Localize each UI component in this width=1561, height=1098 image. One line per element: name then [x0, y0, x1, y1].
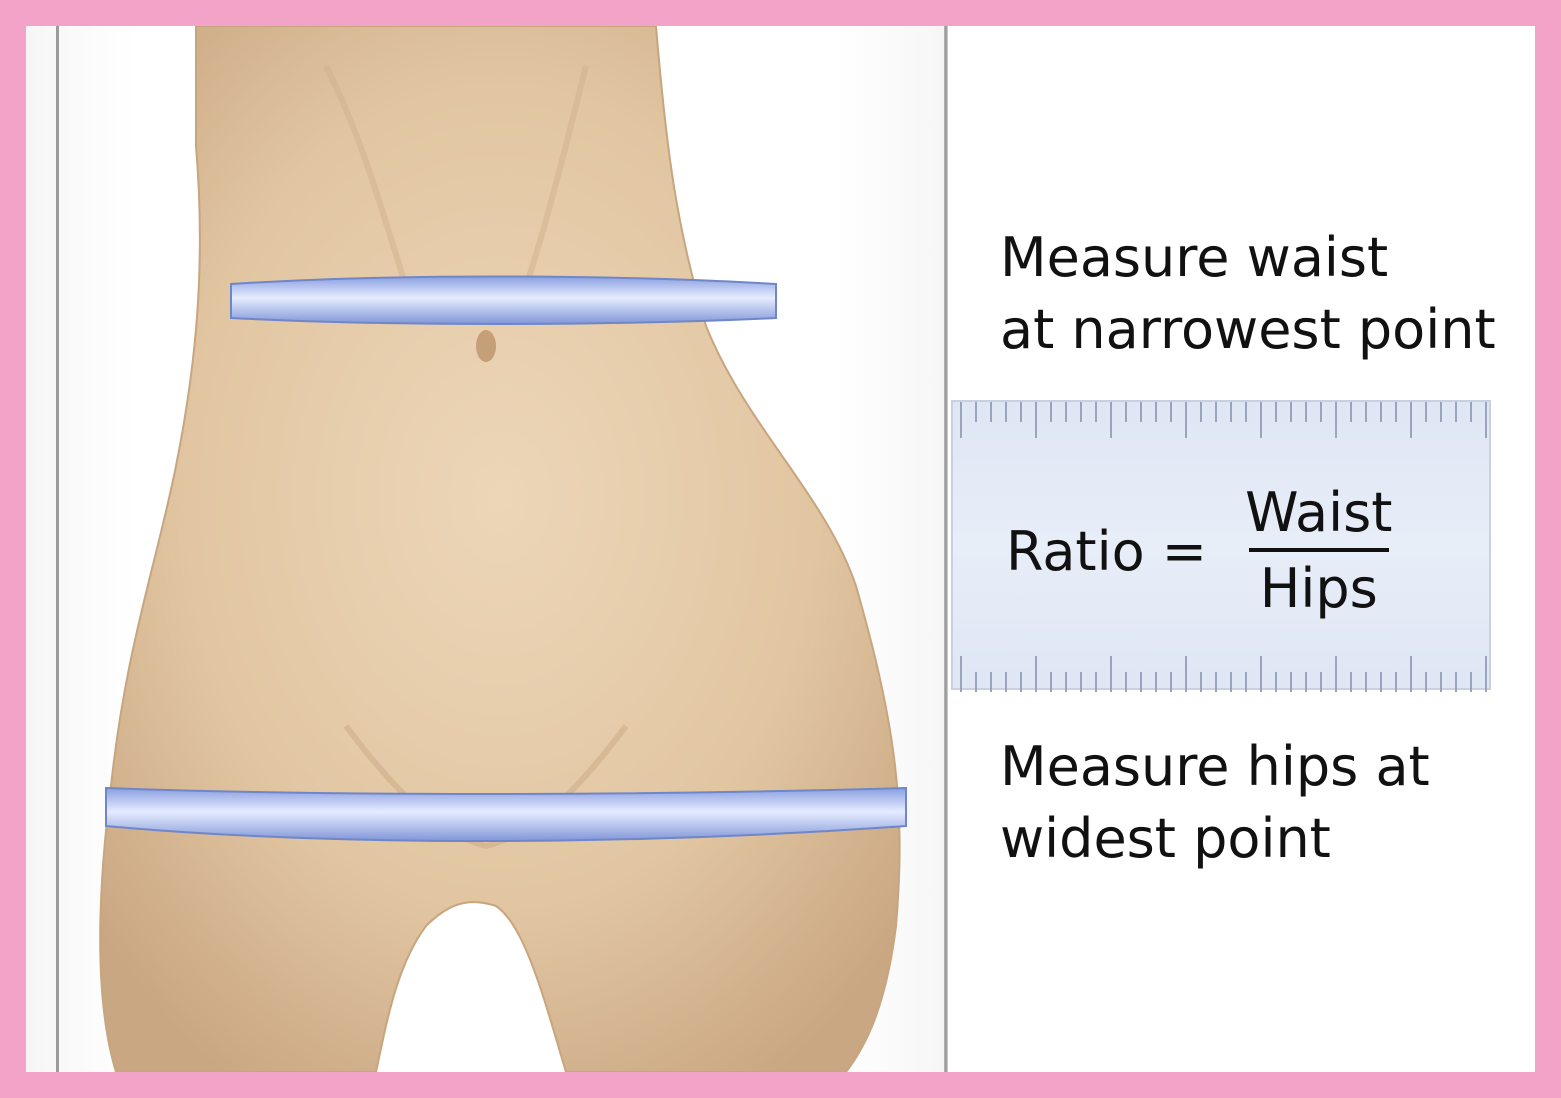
ratio-fraction: Waist Hips	[1237, 482, 1400, 620]
torso-illustration	[26, 26, 946, 1072]
panel-divider	[944, 26, 948, 1072]
hip-tape	[106, 788, 906, 841]
waist-tape	[231, 277, 776, 325]
hips-instruction: Measure hips at widest point	[1000, 731, 1430, 875]
ratio-label: Ratio =	[1006, 520, 1207, 583]
torso-figure	[26, 26, 946, 1072]
waist-instruction: Measure waist at narrowest point	[1000, 222, 1496, 366]
ratio-formula: Ratio = Waist Hips	[1006, 476, 1400, 626]
diagram-panel: Measure waist at narrowest point Ratio =…	[26, 26, 1535, 1072]
navel	[476, 330, 496, 362]
fraction-denominator: Hips	[1260, 558, 1378, 620]
fraction-bar	[1249, 548, 1389, 552]
fraction-numerator: Waist	[1237, 482, 1400, 544]
left-border-line	[56, 26, 59, 1072]
torso-body	[100, 26, 899, 1072]
